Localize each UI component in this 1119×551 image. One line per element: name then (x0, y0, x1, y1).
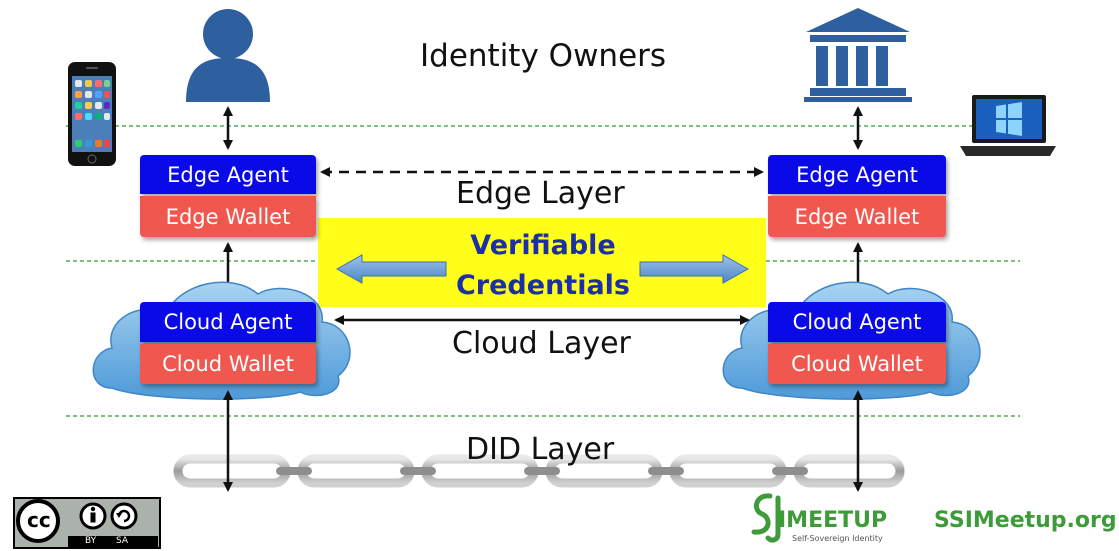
owner-edge-connectors (223, 106, 863, 150)
cloud-layer-label: Cloud Layer (452, 326, 631, 361)
right-cloud-wallet: Cloud Wallet (768, 344, 946, 384)
meetup-tagline: Self-Sovereign Identity (792, 534, 883, 543)
right-edge-wallet: Edge Wallet (768, 196, 946, 237)
left-edge-agent: Edge Agent (140, 155, 316, 194)
right-edge-agent: Edge Agent (768, 155, 946, 194)
meetup-logo-text: IMEETUP (778, 508, 888, 533)
vc-line-1: Verifiable (470, 230, 616, 261)
left-cloud-wallet: Cloud Wallet (140, 344, 316, 384)
left-cloud-agent: Cloud Agent (140, 302, 316, 342)
did-layer-label: DID Layer (466, 432, 615, 467)
right-cloud-agent: Cloud Agent (768, 302, 946, 342)
cc-sa-label: SA (116, 536, 129, 546)
identity-owners-title: Identity Owners (420, 38, 667, 74)
edge-layer-label: Edge Layer (456, 176, 625, 211)
chain-icon (173, 454, 905, 488)
person-icon (186, 9, 270, 102)
vc-right-arrow (639, 254, 750, 284)
creative-commons-icon (13, 497, 161, 549)
site-link[interactable]: SSIMeetup.org (934, 508, 1117, 533)
vc-left-arrow (335, 254, 447, 284)
left-edge-wallet: Edge Wallet (140, 196, 316, 237)
vc-line-2: Credentials (455, 270, 630, 301)
laptop-icon (960, 95, 1056, 156)
bank-icon (804, 8, 912, 102)
cc-by-label: BY (85, 536, 97, 546)
smartphone-icon (68, 62, 116, 166)
cc-label: cc (27, 508, 51, 532)
meetup-logo-icon (751, 493, 781, 543)
cloud-did-connectors (223, 390, 863, 492)
